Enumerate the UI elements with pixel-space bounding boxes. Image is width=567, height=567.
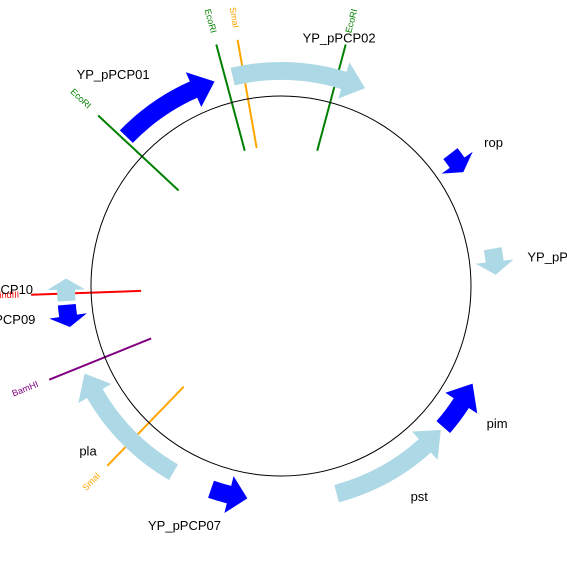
gene-label-pst: pst [411,489,429,504]
gene-arrow-yp-ppcp07 [208,476,248,514]
gene-label-rop: rop [484,135,503,150]
site-line-ecori-1 [316,44,347,152]
site-line-ecori-2 [215,44,246,152]
gene-label-yp-ppcp04: YP_pPCP04 [527,249,567,264]
site-label-ecori-0: EcoRI [68,86,93,110]
gene-arrow-rop [441,148,473,174]
gene-arrow-yp-ppcp09 [49,303,87,328]
gene-label-pla: pla [79,443,97,458]
gene-arrow-yp-ppcp02 [230,62,366,99]
site-line-hindiii-4 [31,289,142,296]
gene-label-yp-ppcp02: YP_pPCP02 [303,30,376,45]
site-label-smai-3: SmaI [228,6,241,28]
gene-label-yp-ppcp07: YP_pPCP07 [148,518,221,533]
gene-label-pim: pim [487,416,508,431]
gene-arrow-pim [436,383,478,433]
site-line-ecori-0 [97,114,180,192]
site-label-bamhi-5: BamHI [10,379,39,399]
gene-label-yp-ppcp09: YP_pPCP09 [0,312,35,327]
site-label-smai-6: SmaI [80,471,102,493]
site-line-bamhi-5 [48,337,152,381]
site-label-ecori-2: EcoRI [203,8,219,34]
gene-arrow-pst [334,429,441,503]
gene-arrow-yp-ppcp10 [47,278,86,302]
gene-features [47,62,514,514]
plasmid-backbone [90,95,472,477]
gene-arrow-yp-ppcp04 [475,247,514,275]
site-line-smai-3 [236,39,258,149]
gene-arrow-pla [78,373,178,480]
gene-arrow-yp-ppcp01 [119,72,215,143]
site-label-hindiii-4: HindIII [0,290,19,301]
gene-label-yp-ppcp10: YP_pPCP10 [0,282,33,297]
gene-label-yp-ppcp01: YP_pPCP01 [77,67,150,82]
site-line-smai-6 [106,386,185,467]
gene-labels: YP_pPCP01YP_pPCP02ropYP_pPCP04pimpstYP_p… [0,30,567,533]
